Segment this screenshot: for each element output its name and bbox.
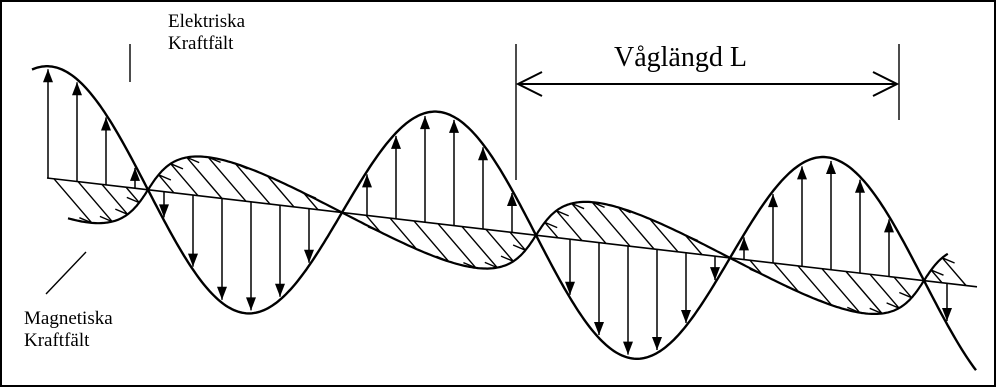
electric-field-arrowhead: [362, 174, 372, 188]
electric-field-arrowhead: [217, 286, 227, 300]
electric-field-arrowhead: [739, 237, 749, 251]
magnetic-field-arrow: [389, 217, 418, 250]
magnetic-label-leader: [45, 251, 87, 295]
electric-field-arrowhead: [623, 341, 633, 355]
magnetic-field-arrow: [437, 223, 477, 269]
electric-field-arrowhead: [159, 204, 169, 218]
wavelength-label: Våglängd L: [614, 42, 747, 73]
magnetic-field-arrow: [303, 192, 319, 211]
electric-field-arrowhead: [565, 281, 575, 295]
electric-field-arrowhead: [710, 267, 720, 281]
electric-field-label-line2: Kraftfält: [168, 32, 234, 54]
electric-field-arrowhead: [304, 249, 314, 263]
magnetic-field-label-line2: Kraftfält: [24, 329, 90, 351]
electric-field-arrowhead: [478, 147, 488, 161]
wavelength-arrowhead-right: [872, 71, 900, 97]
electric-field-arrowhead: [652, 337, 662, 351]
magnetic-field-arrow: [555, 210, 583, 242]
magnetic-field-arrow: [207, 156, 247, 202]
magnetic-field-arrow: [413, 220, 450, 263]
magnetic-field-arrow: [234, 162, 271, 205]
electric-field-arrowhead: [826, 160, 836, 174]
electric-field-arrowhead: [942, 308, 952, 322]
electric-field-arrowhead: [594, 322, 604, 336]
electric-field-arrowhead: [420, 116, 430, 130]
magnetic-field-arrow: [649, 218, 679, 253]
magnetic-field-arrow: [571, 202, 607, 244]
electric-field-label-line1: Elektriska: [168, 11, 246, 32]
magnetic-field-arrow: [591, 201, 631, 247]
wavelength-arrowhead-left: [515, 71, 543, 97]
annotation-layer: [45, 44, 900, 295]
magnetic-field-arrow: [869, 273, 900, 309]
electric-field-arrowhead: [275, 283, 285, 297]
magnetic-field-arrow: [158, 174, 175, 194]
electric-field-arrowhead: [43, 69, 53, 83]
magnetic-field-arrow: [773, 262, 800, 293]
magnetic-field-label-line1: Magnetiska: [24, 308, 113, 329]
magnetic-field-arrow: [941, 257, 967, 286]
electric-field-arrowhead: [768, 194, 778, 208]
magnetic-field-arrow: [617, 206, 655, 250]
magnetic-field-arrow: [930, 269, 944, 284]
electric-field-arrowhead: [101, 117, 111, 131]
magnetic-field-arrow: [101, 183, 129, 215]
electric-field-arrowhead: [130, 167, 140, 181]
electric-field-arrowhead: [391, 135, 401, 149]
electric-field-arrowhead: [507, 192, 517, 206]
magnetic-field-layer: [53, 155, 967, 315]
magnetic-field-arrow: [485, 228, 514, 262]
electric-field-arrowhead: [855, 179, 865, 193]
electric-field-arrowhead: [188, 253, 198, 267]
magnetic-field-arrow: [821, 268, 861, 314]
magnetic-field-arrow: [77, 181, 113, 223]
electric-field-label: Elektriska Kraftfält: [168, 11, 245, 55]
electric-field-arrowhead: [246, 297, 256, 311]
magnetic-field-arrow: [125, 186, 140, 204]
magnetic-field-arrow: [893, 276, 913, 299]
magnetic-field-arrow: [797, 265, 833, 306]
electric-field-wave: [31, 65, 977, 371]
magnetic-field-arrow: [544, 221, 559, 239]
magnetic-field-wave: [67, 155, 949, 315]
magnetic-field-arrow: [53, 178, 93, 224]
electric-field-arrowhead: [72, 82, 82, 96]
magnetic-field-arrow: [461, 226, 498, 269]
magnetic-field-arrow: [186, 156, 223, 199]
electric-field-arrowhead: [797, 166, 807, 180]
magnetic-field-arrow: [266, 175, 295, 208]
magnetic-field-arrow: [365, 214, 381, 233]
magnetic-field-arrow: [509, 231, 526, 251]
electric-field-arrowhead: [449, 119, 459, 133]
electric-field-arrowhead: [681, 309, 691, 323]
electric-field-arrowhead: [884, 219, 894, 233]
electric-field-layer: [31, 65, 977, 371]
magnetic-field-arrow: [170, 163, 199, 197]
magnetic-field-label: Magnetiska Kraftfält: [24, 308, 113, 352]
magnetic-field-arrow: [845, 271, 883, 315]
magnetic-field-arrow: [684, 234, 703, 256]
magnetic-field-arrow: [749, 259, 763, 275]
